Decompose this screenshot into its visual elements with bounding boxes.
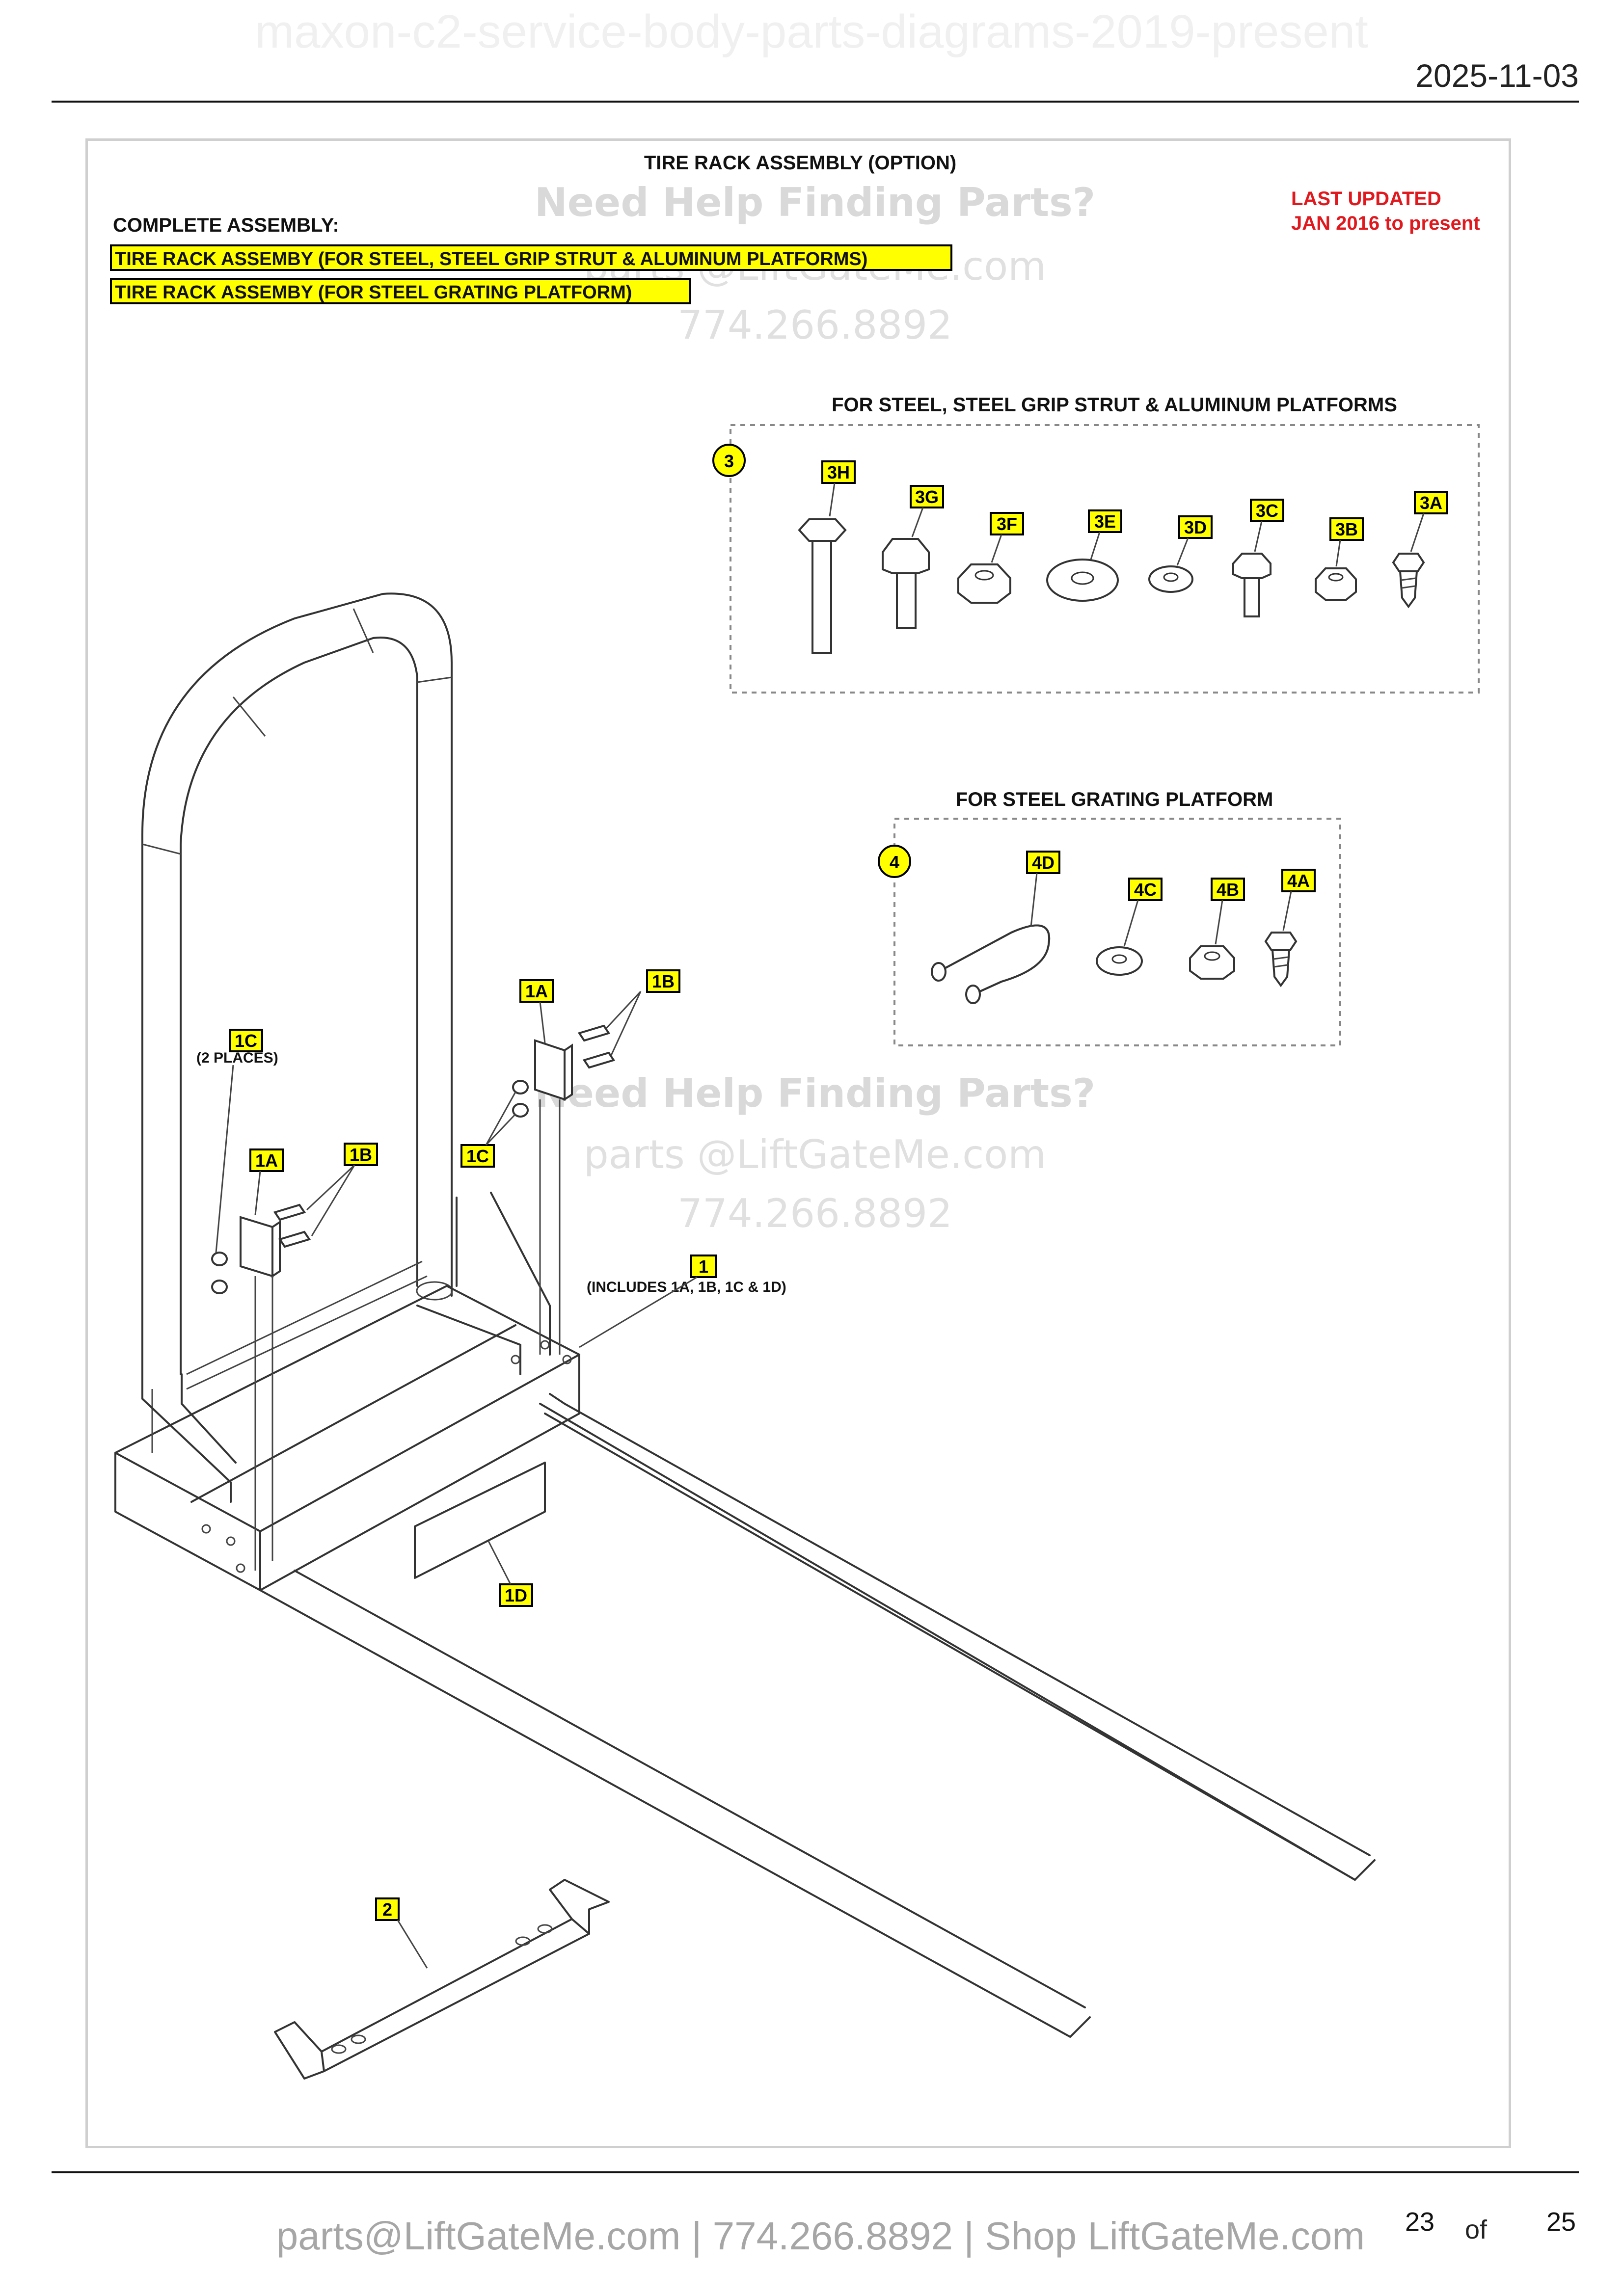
page-number: 23 bbox=[1405, 2207, 1435, 2237]
svg-text:3F: 3F bbox=[997, 514, 1017, 534]
svg-text:3D: 3D bbox=[1184, 517, 1207, 537]
part-3d-washer-icon bbox=[1148, 565, 1193, 593]
callout-4b[interactable]: 4B bbox=[1211, 878, 1245, 945]
part-4d-ubolt-icon bbox=[931, 924, 1051, 1004]
diagram-frame bbox=[85, 138, 1511, 2148]
svg-text:1C: 1C bbox=[466, 1146, 489, 1166]
tire-rack-frame-drawing bbox=[114, 592, 1376, 2080]
callout-4c[interactable]: 4C bbox=[1123, 878, 1163, 947]
watermark-phone: 774.266.8892 bbox=[677, 302, 952, 348]
svg-text:4D: 4D bbox=[1032, 853, 1055, 873]
page-of: of bbox=[1465, 2215, 1488, 2244]
svg-text:3E: 3E bbox=[1094, 511, 1116, 532]
part-4a-screw-icon bbox=[1264, 932, 1298, 988]
svg-text:1B: 1B bbox=[350, 1145, 372, 1165]
watermark-email: parts @LiftGateMe.com bbox=[584, 1132, 1046, 1177]
footer-contact: parts@LiftGateMe.com | 774.266.8892 | Sh… bbox=[276, 2214, 1365, 2258]
part-3g-bolt-icon bbox=[882, 538, 930, 629]
document-date: 2025-11-03 bbox=[1415, 57, 1579, 94]
last-updated-label: LAST UPDATED bbox=[1291, 188, 1441, 210]
group4-title: FOR STEEL GRATING PLATFORM bbox=[956, 789, 1273, 810]
watermark-help: Need Help Finding Parts? bbox=[535, 1070, 1095, 1116]
svg-text:4C: 4C bbox=[1134, 880, 1157, 900]
svg-text:1: 1 bbox=[699, 1256, 708, 1277]
document-title: maxon-c2-service-body-parts-diagrams-201… bbox=[255, 5, 1368, 58]
callout-left-1a[interactable]: 1A bbox=[249, 1148, 284, 1215]
callout-3e[interactable]: 3E bbox=[1088, 509, 1122, 560]
svg-text:3C: 3C bbox=[1256, 501, 1278, 521]
diagram-title: TIRE RACK ASSEMBLY (OPTION) bbox=[644, 152, 956, 174]
last-updated-date: JAN 2016 to present bbox=[1291, 213, 1480, 234]
assembly-item-label: TIRE RACK ASSEMBY (FOR STEEL, STEEL GRIP… bbox=[115, 249, 867, 269]
group3-box bbox=[730, 424, 1480, 694]
group3-number: 3 bbox=[724, 451, 734, 471]
item-1-note: (INCLUDES 1A, 1B, 1C & 1D) bbox=[587, 1279, 786, 1295]
left-1c-note: (2 PLACES) bbox=[196, 1050, 278, 1066]
callout-item-2[interactable]: 2 bbox=[375, 1897, 428, 1969]
svg-text:2: 2 bbox=[382, 1899, 392, 1920]
callout-item-1[interactable]: 1 (INCLUDES 1A, 1B, 1C & 1D) bbox=[579, 1255, 786, 1348]
part-3f-nut-icon bbox=[957, 563, 1011, 604]
callout-4a[interactable]: 4A bbox=[1281, 869, 1316, 931]
svg-text:1D: 1D bbox=[505, 1585, 527, 1605]
svg-text:1A: 1A bbox=[255, 1150, 278, 1171]
svg-text:3G: 3G bbox=[915, 487, 939, 507]
callout-item-1d[interactable]: 1D bbox=[487, 1541, 533, 1607]
part-4c-washer-icon bbox=[1096, 946, 1143, 976]
watermark-help: Need Help Finding Parts? bbox=[535, 180, 1095, 225]
complete-assembly-label: COMPLETE ASSEMBLY: bbox=[113, 214, 339, 236]
footer-rule bbox=[52, 2171, 1579, 2173]
watermark-phone: 774.266.8892 bbox=[677, 1191, 952, 1236]
group3-number-badge[interactable]: 3 bbox=[712, 444, 746, 477]
callout-3f[interactable]: 3F bbox=[990, 512, 1024, 563]
callout-3d[interactable]: 3D bbox=[1176, 515, 1213, 566]
svg-text:4A: 4A bbox=[1287, 871, 1310, 891]
group4-number-badge[interactable]: 4 bbox=[878, 845, 911, 878]
group4-number: 4 bbox=[890, 852, 899, 872]
assembly-item-steel[interactable]: TIRE RACK ASSEMBY (FOR STEEL, STEEL GRIP… bbox=[110, 244, 952, 271]
svg-text:1A: 1A bbox=[525, 981, 548, 1001]
part-4b-nut-icon bbox=[1189, 945, 1235, 980]
callout-3h[interactable]: 3H bbox=[821, 460, 856, 517]
part-3c-bolt-icon bbox=[1232, 553, 1271, 617]
callout-3c[interactable]: 3C bbox=[1250, 499, 1284, 552]
svg-text:3H: 3H bbox=[827, 462, 850, 482]
callout-left-1c[interactable]: 1C (2 PLACES) bbox=[196, 1029, 278, 1253]
part-3b-nut-icon bbox=[1315, 567, 1357, 601]
callout-upper-1c[interactable]: 1C bbox=[460, 1092, 516, 1168]
assembly-item-grating[interactable]: TIRE RACK ASSEMBY (FOR STEEL GRATING PLA… bbox=[110, 278, 691, 304]
group4-box bbox=[893, 818, 1341, 1046]
svg-text:3B: 3B bbox=[1335, 519, 1358, 539]
page-total: 25 bbox=[1546, 2207, 1576, 2237]
part-3e-washer-icon bbox=[1046, 559, 1119, 602]
svg-text:3A: 3A bbox=[1420, 493, 1442, 513]
assembly-item-label: TIRE RACK ASSEMBY (FOR STEEL GRATING PLA… bbox=[115, 282, 632, 303]
callout-left-1b[interactable]: 1B bbox=[306, 1143, 378, 1236]
svg-text:1C: 1C bbox=[235, 1031, 257, 1051]
part-3a-screw-icon bbox=[1392, 553, 1425, 609]
callout-4d[interactable]: 4D bbox=[1026, 851, 1060, 927]
watermark-middle: Need Help Finding Parts? parts @LiftGate… bbox=[535, 1070, 1095, 1236]
svg-text:1B: 1B bbox=[652, 971, 675, 991]
callout-upper-1a[interactable]: 1A bbox=[519, 979, 554, 1043]
header-rule bbox=[52, 101, 1579, 103]
callout-3b[interactable]: 3B bbox=[1329, 517, 1364, 567]
part-3h-bolt-icon bbox=[798, 518, 847, 654]
callout-3a[interactable]: 3A bbox=[1410, 491, 1448, 552]
callout-upper-1b[interactable]: 1B bbox=[605, 969, 680, 1056]
group3-title: FOR STEEL, STEEL GRIP STRUT & ALUMINUM P… bbox=[832, 394, 1397, 416]
callout-3g[interactable]: 3G bbox=[910, 485, 944, 537]
svg-text:4B: 4B bbox=[1217, 880, 1239, 900]
